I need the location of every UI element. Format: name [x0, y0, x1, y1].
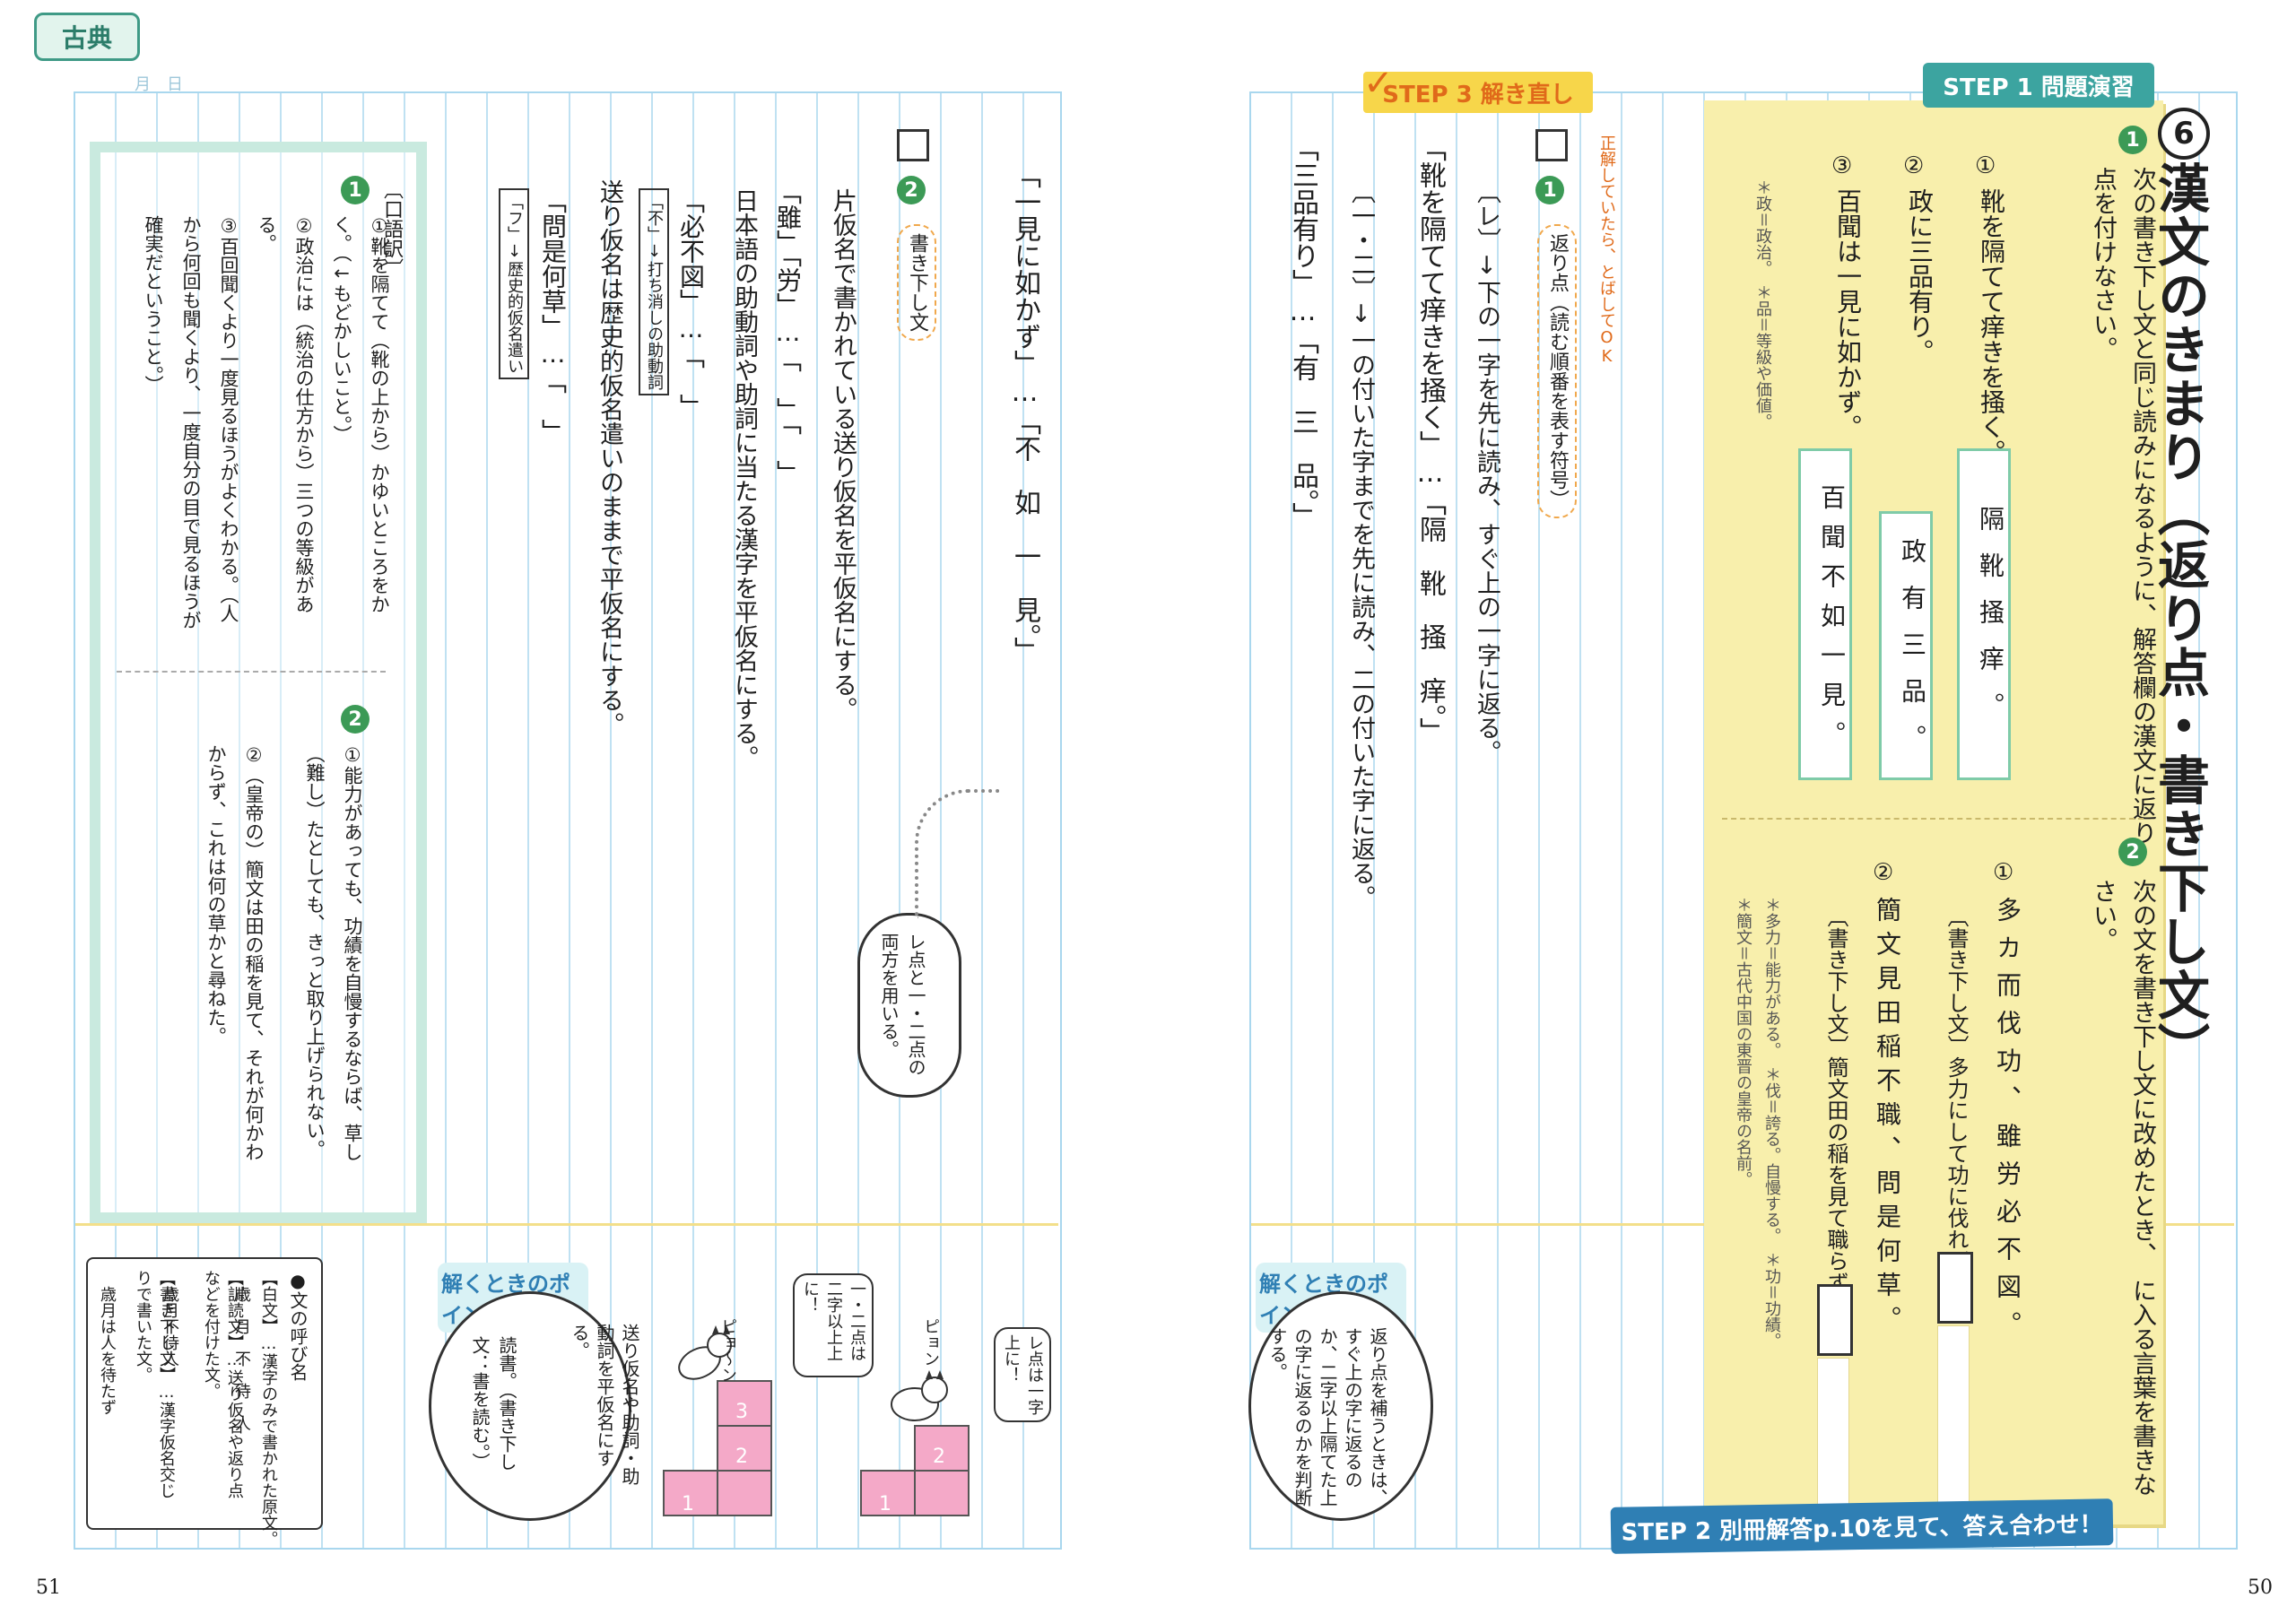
note-line-2: 歳 月 不 待 人	[232, 1270, 251, 1431]
step1-panel	[1704, 100, 2163, 1524]
note-line-3: 【訓読文】…送り仮名や返り点などを付けた文。	[202, 1270, 244, 1498]
translation-item-1: ①靴を隔てて（靴の上から）かゆいところをかく。（←もどかしいこと。）	[331, 215, 390, 613]
cat2-sound: ピョ〜ン	[718, 1318, 737, 1383]
date-label: 月 日	[135, 75, 183, 94]
answer-box-2[interactable]: 政有三品。	[1879, 511, 1933, 780]
q1-number: 1	[2118, 126, 2147, 154]
left-point-example: 読書。（書き下し文：書を読む。）	[469, 1336, 517, 1471]
big-step-1: 1	[682, 1493, 694, 1515]
translation-item-3: ③百回聞くより一度見るほうがよくわかる。（人から何回も聞くより、一度自分の目で見…	[143, 215, 239, 630]
q2-label-2: ②	[1873, 859, 1894, 886]
left-point-text: 送り仮名や助詞・助動詞を平仮名にする。	[569, 1324, 640, 1485]
page-title: 漢文のきまり（返り点・書き下し文）	[2149, 161, 2210, 1076]
translation-label: 〔口語訳〕	[380, 179, 403, 278]
translation-q1-number: 1	[341, 176, 370, 204]
q2-yomi-1: 〔書き下し文〕多力にして功に伐れば、	[1944, 906, 1969, 1293]
review2-heading: 書き下し文	[897, 224, 936, 341]
check-icon: ✓	[1363, 63, 1394, 104]
note-box	[86, 1257, 323, 1530]
small-steps	[860, 1425, 970, 1516]
note-line-6: 歳月は人を待たず	[98, 1270, 117, 1415]
big-steps	[663, 1380, 772, 1516]
section-number: 6	[2158, 108, 2210, 160]
cat1-sound: ピョン	[921, 1318, 940, 1367]
cat-icon-2	[678, 1325, 732, 1380]
q1-label-1: ①	[1975, 152, 1996, 179]
review2-checkbox[interactable]	[897, 129, 929, 161]
translation-item2-1: ①能力があっても、功績を自慢するならば、草し（難し）たとしても、きっと取り上げら…	[304, 744, 363, 1161]
review2-number: 2	[897, 176, 926, 204]
answer-slot-2[interactable]	[1817, 1284, 1853, 1356]
translation-item2-2: ②（皇帝の）簡文は田の稲を見て、それが何かわからず、これは何の草かと尋ねた。	[205, 744, 265, 1161]
q2-number: 2	[2118, 838, 2147, 866]
q1-item-2: 政に三品有り。	[1905, 188, 1935, 364]
page-number-left: 51	[36, 1576, 61, 1599]
right-point-text: 返り点を補うときは、すぐ上の字に返るのか、二字以上隔てた上の字に返るのかを判断す…	[1266, 1327, 1388, 1507]
note-title: ●文の呼び名	[287, 1270, 309, 1381]
review1-checkbox[interactable]	[1535, 129, 1568, 161]
q2-instruction: 次の文を書き下し文に改めたとき、 に入る言葉を書きなさい。	[2089, 879, 2156, 1497]
small-step-1: 1	[879, 1493, 891, 1515]
q1-item-1: 靴を隔てて痒きを掻く。	[1977, 188, 2006, 465]
q2-kanbun-2: 簡文見田稲不職、問是何草。	[1873, 897, 1902, 1340]
note-line-4: 歳月不待人	[161, 1270, 179, 1367]
neg-label: 「不」↓打ち消しの助動詞	[639, 188, 669, 395]
q2-note-1: ＊多力＝能力がある。 ＊伐＝誇る。自慢する。 ＊功＝功績。	[1762, 897, 1781, 1349]
review2-example-1: 「雖」「労」…「 」「 」	[773, 179, 803, 485]
answer-slot-2-area[interactable]	[1817, 1358, 1849, 1517]
answer-slot-1[interactable]	[1937, 1252, 1973, 1324]
callout-bubble	[857, 913, 961, 1098]
cat2-bubble: 一・二点は二字以上上に！	[793, 1273, 874, 1377]
answer-slot-1-area[interactable]	[1937, 1325, 1970, 1517]
q1-note: ＊政＝政治。 ＊品＝等級や価値。	[1753, 179, 1772, 430]
note-line-1: 【白文】…漢字のみで書かれた原文。	[259, 1270, 278, 1547]
review2-example-3: 「問是何草」…「 」	[538, 188, 568, 444]
q1-label-3: ③	[1831, 152, 1853, 179]
cat1-bubble: レ点は一字上に！	[994, 1327, 1051, 1422]
review1-example-1: 「靴を隔てて痒きを掻く」…「隔 靴 掻 痒。」	[1414, 135, 1446, 744]
step3-note: 正解していたら、とばしてOK	[1597, 135, 1616, 366]
review2-example-2: 「必不図」…「 」	[676, 188, 706, 419]
translation-panel	[90, 142, 427, 1223]
cat-icon-1	[891, 1370, 948, 1421]
translation-item-2: ②政治には（統治の仕方から）三つの等級がある。	[256, 215, 315, 613]
q1-label-2: ②	[1903, 152, 1925, 179]
review2-bullet-1: 片仮名で書かれている送り仮名を平仮名にする。	[829, 188, 857, 721]
q1-item-3: 百聞は一見に如かず。	[1833, 188, 1863, 439]
review1-example-2: 「三品有り」…「有 三 品。」	[1287, 135, 1318, 529]
big-step-3: 3	[735, 1401, 748, 1423]
review1-number: 1	[1535, 176, 1564, 204]
review2-bullet-3: 送り仮名は歴史的仮名遣いのままで平仮名にする。	[596, 179, 623, 736]
review2-bullet-2: 日本語の助動詞や助詞に当たる漢字を平仮名にする。	[730, 188, 758, 769]
q1-instruction: 次の書き下し文と同じ読みになるように、解答欄の漢文に返り点を付けなさい。	[2089, 167, 2156, 845]
subject-tag: 古典	[34, 13, 140, 61]
answer-box-1[interactable]: 隔靴掻痒。	[1957, 448, 2011, 780]
right-point-bubble	[1248, 1291, 1433, 1521]
step3-badge: STEP 3 解き直し	[1363, 72, 1593, 113]
q-divider	[1722, 818, 2144, 820]
step1-badge: STEP 1 問題演習	[1923, 63, 2154, 108]
hist-label: 「フ」↓歴史的仮名遣い	[499, 188, 529, 379]
q2-kanbun-1: 多カ而伐功、雖労必不図。	[1993, 897, 2022, 1349]
steps-illustration	[663, 1325, 970, 1516]
callout-connector	[915, 789, 999, 918]
big-step-2: 2	[735, 1446, 748, 1468]
review1-heading: 返り点（読む順番を表す符号）	[1537, 224, 1577, 518]
small-step-2: 2	[933, 1446, 945, 1468]
left-point-bubble	[429, 1291, 631, 1521]
review2-example-0: 「一見に如かず」…「不 如 一 見。」	[1009, 161, 1040, 664]
q2-label-1: ①	[1993, 859, 2014, 886]
callout-text: レ点と一・二点の両方を用いる。	[878, 933, 926, 1076]
review1-bullet-2: 〔一・二〕↓一の付いた字までを先に読み、二の付いた字に返る。	[1347, 179, 1375, 909]
translation-q2-number: 2	[341, 705, 370, 734]
q2-note-2: ＊簡文＝古代中国の東晋の皇帝の名前。	[1734, 897, 1752, 1187]
q2-yomi-2: 〔書き下し文〕簡文田の稲を見て職らず、	[1823, 906, 1848, 1315]
answer-box-3[interactable]: 百聞不如一見。	[1798, 448, 1852, 780]
step2-badge: STEP 2 別冊解答p.10を見て、答え合わせ！	[1610, 1498, 2114, 1554]
page-number-right: 50	[2248, 1576, 2273, 1599]
translation-divider	[117, 671, 386, 673]
review1-bullet-1: 〔レ〕↓下の一字を先に読み、すぐ上の一字に返る。	[1473, 179, 1500, 764]
divider-line	[75, 1223, 1058, 1226]
note-line-5: 【書き下し文】…漢字仮名交じりで書いた文。	[134, 1270, 176, 1498]
